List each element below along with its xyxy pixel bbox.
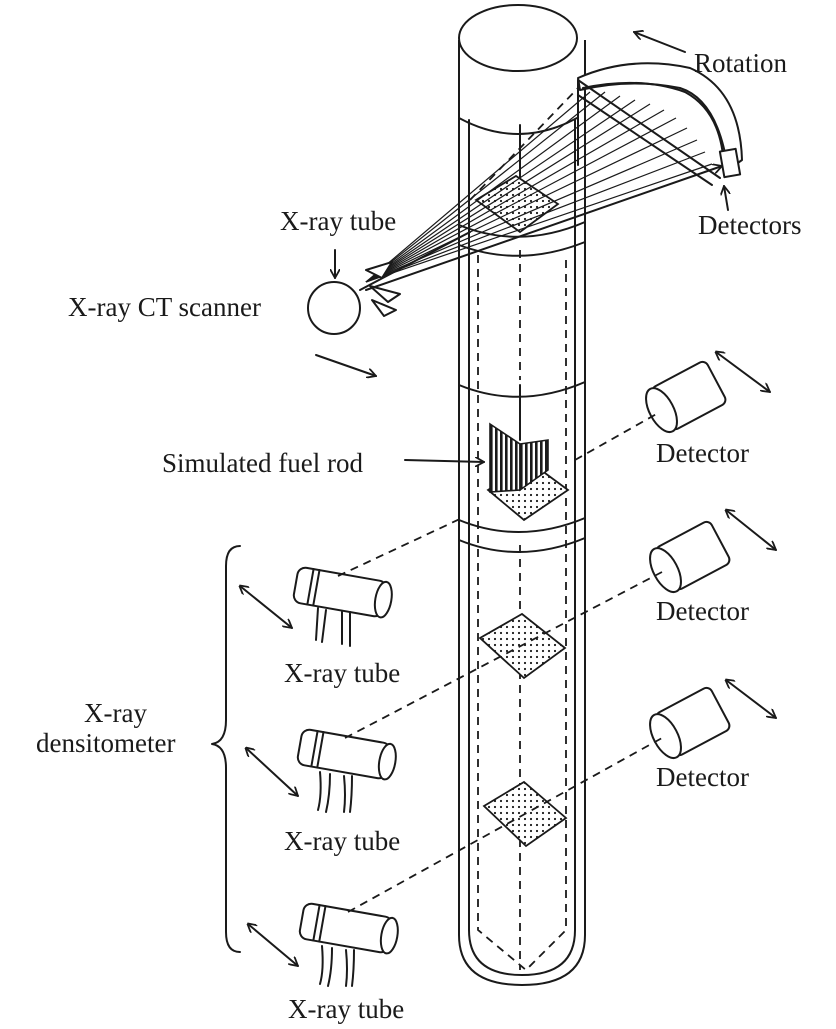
- detector-3: [649, 680, 776, 760]
- ct-xray-tube: [307, 166, 722, 335]
- tube-2-label: X-ray tube: [284, 826, 400, 856]
- fuel-rod-label: Simulated fuel rod: [162, 448, 363, 478]
- detector-2-label: Detector: [656, 596, 749, 626]
- cross-section-1: [474, 174, 560, 234]
- detector-2-motion-arrow: [726, 510, 776, 550]
- tube-1-motion-arrow: [240, 586, 292, 628]
- detector-2: [649, 510, 776, 594]
- rotation-arrow-top: [634, 32, 686, 53]
- densitometer-brace: [211, 545, 241, 953]
- ct-tube-label: X-ray tube: [280, 206, 396, 236]
- xray-tube-1: [240, 566, 393, 647]
- fuel-rod-pointer: [404, 460, 484, 462]
- rotation-label: Rotation: [694, 48, 787, 78]
- tube-1-label: X-ray tube: [284, 658, 400, 688]
- rotation-arrow-bottom: [315, 354, 376, 376]
- detector-1: [645, 352, 770, 434]
- densitometer-label-line1: X-ray: [84, 698, 147, 728]
- beam-paths: [337, 411, 663, 913]
- detectors-label: Detectors: [698, 210, 801, 240]
- detector-1-motion-arrow: [716, 352, 770, 392]
- tube-3-motion-arrow: [248, 924, 298, 966]
- detector-1-label: Detector: [656, 438, 749, 468]
- column-top-cap: [458, 4, 578, 72]
- ct-tube-circle: [307, 281, 361, 335]
- densitometer-label-line2: densitometer: [36, 728, 175, 758]
- detectors-pointer: [724, 186, 728, 211]
- detector-3-label: Detector: [656, 762, 749, 792]
- ct-scanner-label: X-ray CT scanner: [68, 292, 261, 322]
- xray-tube-3: [248, 902, 399, 987]
- ct-detector-arc: [365, 62, 743, 283]
- detector-3-motion-arrow: [726, 680, 776, 718]
- tube-3-label: X-ray tube: [288, 994, 404, 1024]
- fuel-rod-block: [489, 422, 549, 493]
- tube-2-motion-arrow: [246, 748, 298, 796]
- xray-tube-2: [246, 728, 397, 813]
